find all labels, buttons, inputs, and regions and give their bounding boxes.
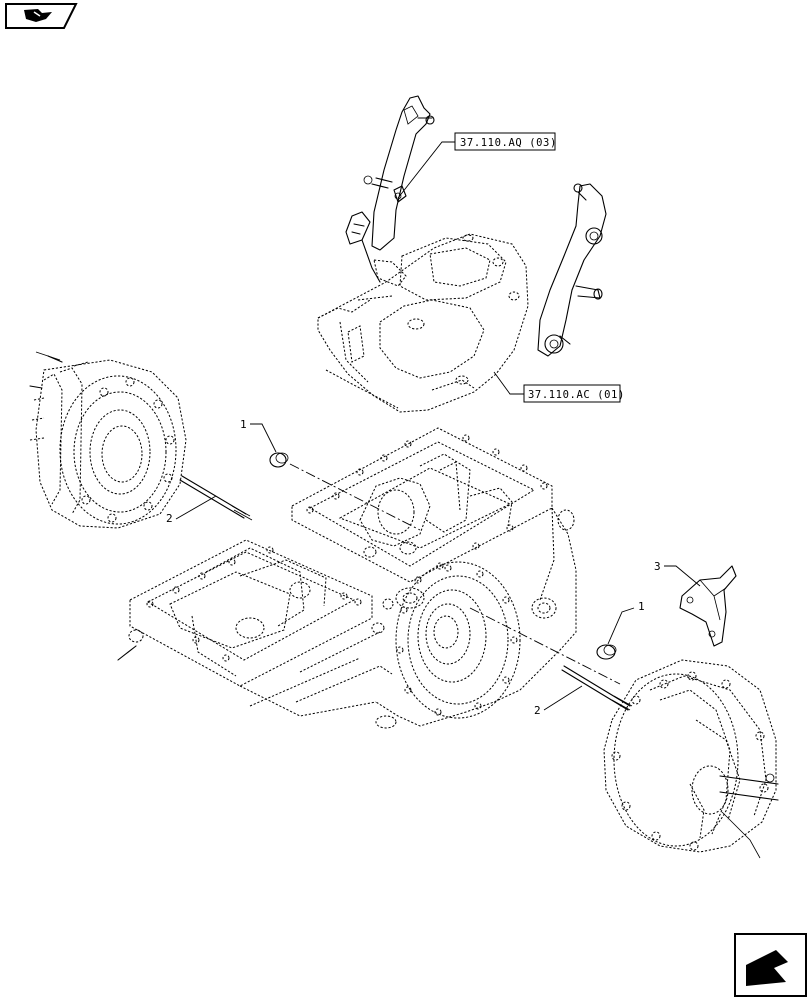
next-page-arrow-icon[interactable]: [734, 933, 807, 997]
reference-upper: 37.110.AQ (03): [460, 137, 557, 149]
stud-right: [543, 665, 633, 711]
axle-centerline: [289, 463, 421, 531]
reference-labels: 37.110.AQ (03) 37.110.AC (01): [397, 132, 625, 403]
axle-centerline-right: [469, 607, 621, 685]
plug-right: [596, 607, 635, 660]
callout-item2-right: 2: [534, 704, 541, 717]
bracket: [664, 565, 737, 647]
callout-item3: 3: [654, 560, 661, 573]
callout-item1-left: 1: [240, 418, 247, 431]
lift-housing-assembly: [317, 95, 607, 413]
callout-item2-left: 2: [166, 512, 173, 525]
stud-left: [175, 475, 253, 521]
transmission-housing: [117, 427, 577, 729]
callout-item1-right: 1: [638, 600, 645, 613]
right-brake-housing: [603, 659, 779, 859]
reference-lower: 37.110.AC (01): [528, 389, 625, 401]
plug-left: [250, 423, 289, 468]
book-page-icon[interactable]: [5, 3, 78, 29]
left-brake-housing: [29, 351, 187, 529]
